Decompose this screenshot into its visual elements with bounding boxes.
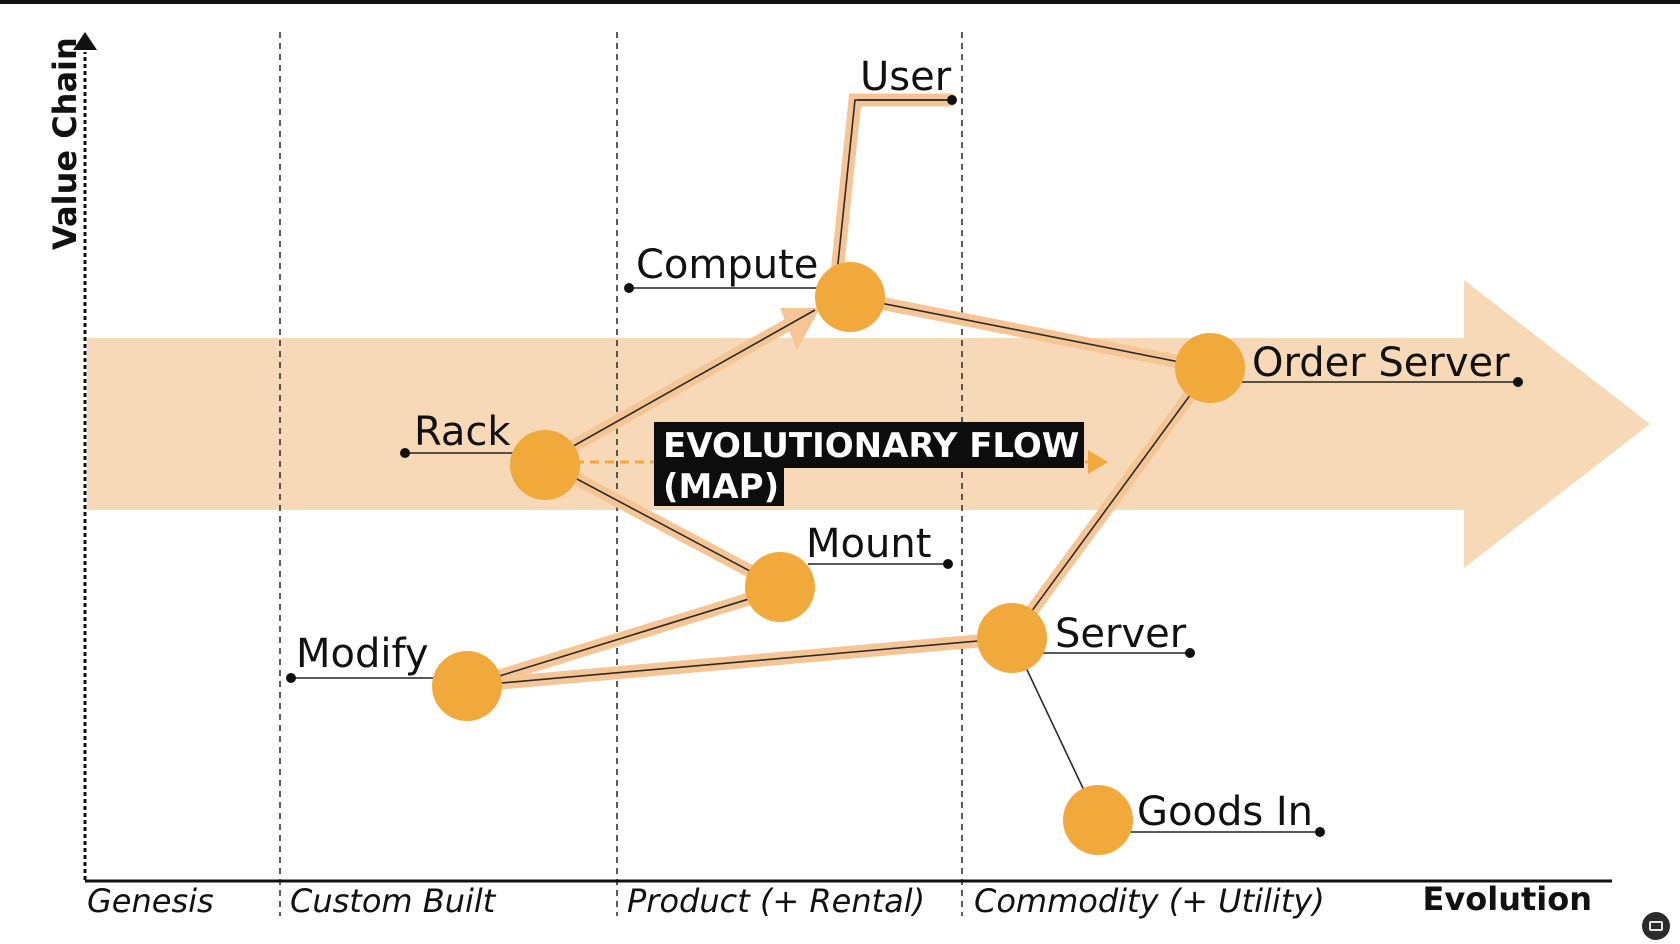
value-chain-axis [73,32,97,880]
label-mount: Mount [806,521,931,567]
stage-product: Product (+ Rental) [627,882,925,920]
label-goods-in: Goods In [1137,789,1313,835]
label-user: User [860,54,952,100]
y-axis-title: Value Chain [46,37,84,250]
node-modify [432,651,502,721]
stage-commodity: Commodity (+ Utility) [974,882,1325,920]
callout-line-1: EVOLUTIONARY FLOW [663,426,1079,466]
node-goods-in [1063,785,1133,855]
evolutionary-flow-callout: EVOLUTIONARY FLOW (MAP) [654,422,1084,507]
stage-dividers [279,32,963,916]
closed-captions-icon[interactable] [1642,912,1670,940]
label-order-server: Order Server [1252,340,1510,386]
callout-line-2: (MAP) [663,467,779,507]
node-compute [815,262,885,332]
label-compute: Compute [636,242,818,288]
node-mount [745,552,815,622]
label-modify: Modify [296,631,429,677]
label-server: Server [1055,611,1187,657]
node-rack [510,430,580,500]
map-nodes [432,262,1245,855]
label-rack: Rack [414,409,511,455]
leader-dots [286,95,1523,837]
caption-glyph [1649,921,1663,931]
stage-genesis: Genesis [87,882,214,920]
stage-custom-built: Custom Built [290,882,497,920]
node-server [977,603,1047,673]
top-border [0,0,1680,4]
x-axis-title: Evolution [1423,880,1592,918]
rack-compute-arrowhead [780,308,820,350]
node-order-server [1175,333,1245,403]
